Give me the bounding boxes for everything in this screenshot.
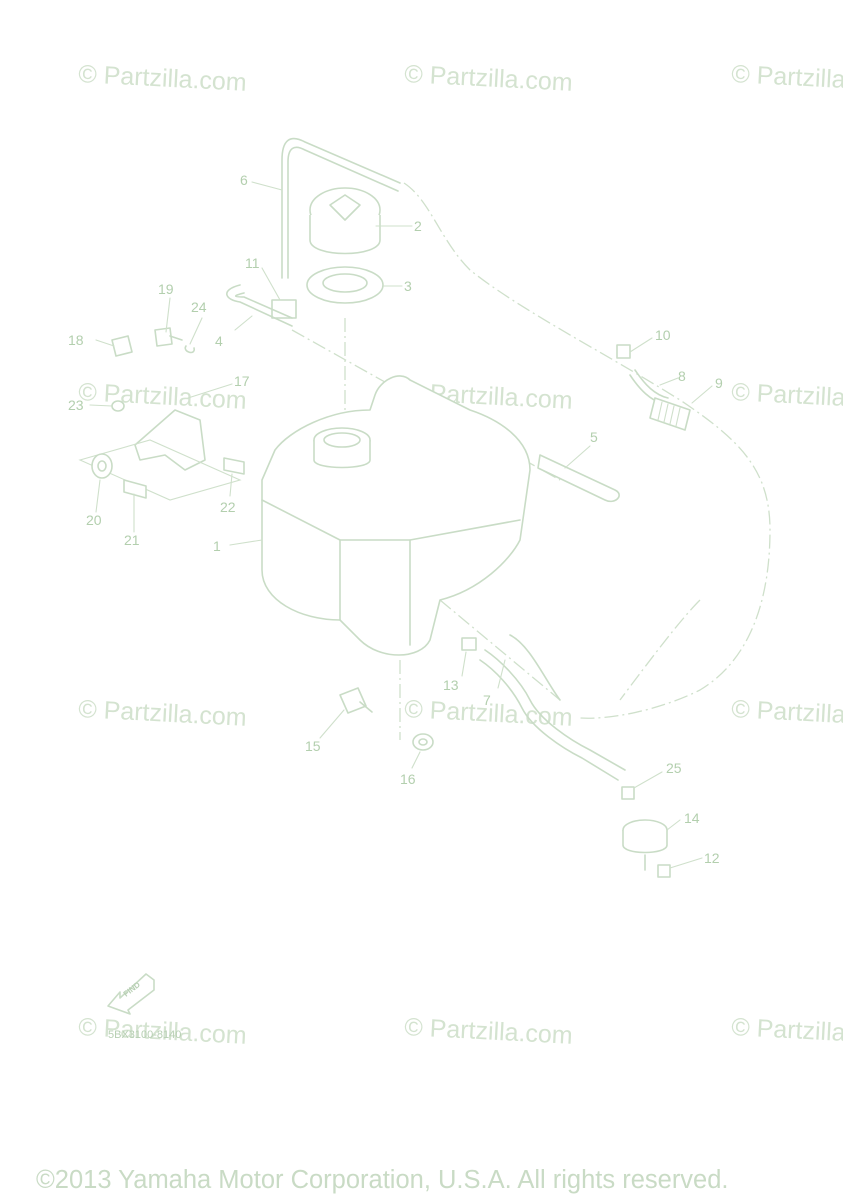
bolt-18: [111, 335, 133, 357]
callout-7: 7: [483, 692, 491, 708]
watermark: © Partzilla.com: [78, 378, 248, 415]
hose-fitting: [271, 299, 297, 319]
callout-10: 10: [655, 327, 671, 343]
collar: [123, 479, 147, 499]
callout-21: 21: [124, 532, 140, 548]
callout-9: 9: [715, 375, 723, 391]
washer-23: [111, 400, 125, 412]
diagram-code: 5BX3100-8140: [108, 1029, 181, 1041]
callout-20: 20: [86, 512, 102, 528]
watermark: © Partzilla.com: [404, 60, 574, 97]
mounting-bracket: [134, 409, 206, 471]
hose-8-inner: [634, 369, 669, 399]
leader-lines: [89, 181, 713, 869]
collar-22: [223, 457, 245, 475]
gasket: [306, 266, 384, 304]
watermark: © Partzilla.com: [731, 378, 843, 415]
frame-outline: [403, 182, 771, 719]
callout-labels: 1 2 3 4 5 6 7 8 9 10 11 12 13 14 15 16 1…: [68, 172, 723, 866]
radiator-cap: [309, 187, 381, 255]
callout-22: 22: [220, 499, 236, 515]
callout-3: 3: [404, 278, 412, 294]
callout-5: 5: [590, 429, 598, 445]
clip-24: [184, 345, 195, 354]
frame-outline-lower: [619, 599, 701, 701]
callout-6: 6: [240, 172, 248, 188]
bolt-19: [154, 327, 173, 347]
hose-clamp: [616, 344, 631, 359]
watermark: © Partzilla.com: [78, 60, 248, 97]
callout-25: 25: [666, 760, 682, 776]
tank-band: [537, 454, 620, 503]
callout-2: 2: [414, 218, 422, 234]
spring-clip-hose: [649, 397, 691, 431]
drain-hose-inner: [479, 659, 619, 781]
nut-16: [412, 733, 434, 751]
drain-hose-upper: [509, 634, 561, 701]
bolt-15: [339, 687, 373, 714]
callout-1: 1: [213, 538, 221, 554]
watermark: © Partzilla.com: [731, 695, 843, 732]
breather-hose: [226, 284, 293, 327]
bolt-19-shaft: [169, 335, 183, 341]
callout-12: 12: [704, 850, 720, 866]
callout-23: 23: [68, 397, 84, 413]
callout-15: 15: [305, 738, 321, 754]
watermark: © Partzilla.com: [731, 1013, 843, 1050]
coolant-reservoir-tank: [261, 375, 531, 656]
copyright-notice: ©2013 Yamaha Motor Corporation, U.S.A. A…: [36, 1166, 729, 1194]
watermark: © Partzilla.com: [404, 1013, 574, 1050]
callout-19: 19: [158, 281, 174, 297]
mounting-axis: [439, 599, 561, 701]
callout-4: 4: [215, 333, 223, 349]
callout-18: 18: [68, 332, 84, 348]
fuel-filter: [622, 819, 668, 871]
clip-13: [461, 637, 477, 651]
hose-clip-12: [657, 864, 671, 878]
callout-14: 14: [684, 810, 700, 826]
callout-24: 24: [191, 299, 207, 315]
callout-8: 8: [678, 368, 686, 384]
drain-hose: [484, 649, 626, 771]
hose-clip-25: [621, 786, 635, 800]
find-arrow-badge: FIND: [107, 973, 155, 1015]
callout-13: 13: [443, 677, 459, 693]
watermark: © Partzilla.com: [78, 695, 248, 732]
watermark: © Partzilla.com: [731, 60, 843, 97]
grommet: [91, 453, 113, 479]
callout-16: 16: [400, 771, 416, 787]
breather-hose-inner: [234, 292, 293, 319]
overflow-hose: [281, 137, 401, 279]
overflow-hose-inner: [287, 146, 399, 279]
callout-11: 11: [245, 255, 260, 271]
callout-17: 17: [234, 373, 250, 389]
